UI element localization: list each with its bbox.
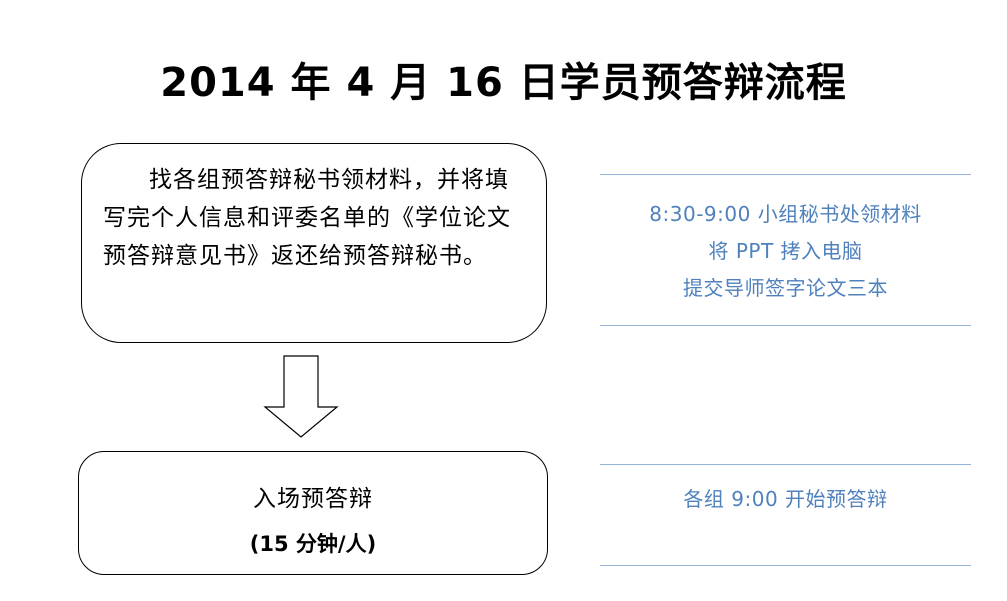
page-title: 2014 年 4 月 16 日学员预答辩流程: [160, 60, 847, 106]
step-box-enter-defense: 入场预答辩 (15 分钟/人): [78, 451, 548, 575]
note-line: 各组 9:00 开始预答辩: [683, 487, 888, 511]
note-line: 8:30-9:00 小组秘书处领材料: [649, 202, 922, 226]
down-arrow-icon: [263, 355, 339, 438]
step-box-collect-materials: 找各组预答辩秘书领材料，并将填写完个人信息和评委名单的《学位论文预答辩意见书》返…: [81, 143, 547, 343]
note-1-top-rule: [600, 174, 971, 175]
note-defense-start: 各组 9:00 开始预答辩: [600, 484, 971, 514]
step-text-collect-materials: 找各组预答辩秘书领材料，并将填写完个人信息和评委名单的《学位论文预答辩意见书》返…: [103, 167, 511, 269]
step-label-enter-defense: 入场预答辩: [253, 486, 373, 512]
note-2-bottom-rule: [600, 565, 971, 566]
note-2-top-rule: [600, 464, 971, 465]
note-line: 提交导师签字论文三本: [683, 276, 888, 300]
note-line: 将 PPT 拷入电脑: [708, 239, 863, 263]
step-duration: (15 分钟/人): [249, 532, 377, 556]
note-1-bottom-rule: [600, 325, 971, 326]
note-schedule-morning: 8:30-9:00 小组秘书处领材料 将 PPT 拷入电脑 提交导师签字论文三本: [600, 196, 971, 307]
